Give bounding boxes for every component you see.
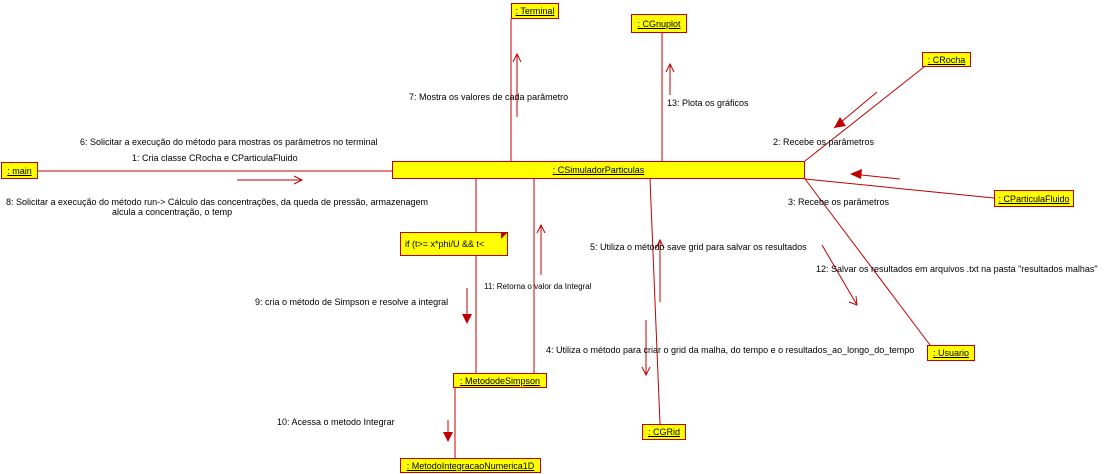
object-metodo-integracao-numerica-1d[interactable]: : MetodoIntegracaoNumerica1D (400, 458, 541, 473)
message-10: 10: Acessa o metodo Integrar (277, 417, 395, 427)
object-metodo-de-simpson-label: : MetododeSimpson (459, 375, 541, 386)
message-1: 1: Cria classe CRocha e CParticulaFluido (132, 153, 298, 163)
object-cgrid[interactable]: : CGRid (642, 424, 686, 440)
object-cparticula-fluido-label: : CParticulaFluido (998, 193, 1070, 204)
object-cgnuplot[interactable]: : CGnuplot (631, 14, 687, 33)
arrow-m5-head (655, 238, 665, 249)
arrow-m13-head (665, 62, 675, 73)
object-usuario[interactable]: : Usuario (927, 345, 975, 361)
object-csimulador-particulas[interactable]: : CSimuladorParticulas (392, 161, 805, 179)
object-metodo-integracao-numerica-1d-label: : MetodoIntegracaoNumerica1D (406, 460, 535, 471)
object-cgnuplot-label: : CGnuplot (637, 18, 681, 29)
object-cgrid-label: : CGRid (647, 427, 680, 437)
arrow-m1-head (293, 175, 304, 185)
arrow-m2-head (834, 117, 846, 128)
object-terminal-label: : Terminal (515, 6, 555, 16)
arrow-m12-head (848, 295, 858, 306)
object-crocha-label: : CRocha (927, 54, 966, 65)
link-crocha-csimulador (804, 66, 925, 162)
message-2: 2: Recebe os parâmetros (773, 137, 875, 147)
arrow-m4-head (641, 366, 651, 377)
object-terminal[interactable]: : Terminal (511, 3, 559, 19)
message-8-line-1: 8: Solicitar a execução do método run-> … (6, 197, 429, 207)
link-cparticula-csimulador (804, 178, 995, 199)
arrow-m3-head (850, 169, 862, 179)
message-9: 9: cria o método de Simpson e resolve a … (255, 297, 449, 307)
message-11: 11: Retorna o valor da Integral (484, 282, 592, 291)
message-8-line-2: alcula a concentração, o temp (112, 207, 233, 217)
message-13: 13: Plota os gráficos (667, 98, 749, 108)
message-5: 5: Utiliza o método save grid para salva… (590, 242, 807, 252)
message-7: 7: Mostra os valores de cada parâmetro (409, 92, 569, 102)
link-csimulador-cgrid (649, 178, 661, 425)
arrow-m11-head (536, 223, 546, 234)
object-cparticula-fluido[interactable]: : CParticulaFluido (994, 190, 1074, 207)
arrow-m10-head (443, 432, 453, 442)
arrow-m12-shaft (821, 244, 858, 306)
condition-note-text: if (t>= x*phi/U && t< (405, 239, 485, 249)
object-crocha[interactable]: : CRocha (922, 52, 971, 67)
message-6: 6: Solicitar a execução do método para m… (80, 137, 378, 147)
message-3: 3: Recebe os parâmetros (788, 197, 890, 207)
message-12: 12: Salvar os resultados em arquivos .tx… (816, 264, 1098, 274)
arrow-m7-head (512, 52, 522, 63)
object-csimulador-particulas-label: : CSimuladorParticulas (552, 165, 645, 175)
link-usuario-csimulador (804, 178, 931, 346)
message-4: 4: Utiliza o método para criar o grid da… (546, 345, 915, 355)
arrow-m9-head (462, 314, 472, 324)
object-main[interactable]: : main (1, 162, 38, 179)
object-main-label: : main (7, 165, 32, 176)
condition-note[interactable]: if (t>= x*phi/U && t< (400, 232, 508, 256)
object-usuario-label: : Usuario (932, 348, 969, 358)
object-metodo-de-simpson[interactable]: : MetododeSimpson (453, 373, 547, 388)
